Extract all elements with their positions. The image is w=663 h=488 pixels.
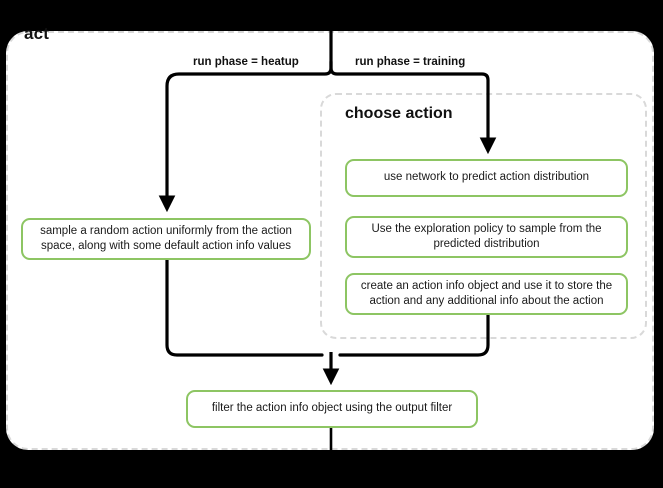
node-use-network[interactable]: use network to predict action distributi…	[345, 159, 628, 197]
node-create-action-info[interactable]: create an action info object and use it …	[345, 273, 628, 315]
node-exploration-policy[interactable]: Use the exploration policy to sample fro…	[345, 216, 628, 258]
node-sample-random-action[interactable]: sample a random action uniformly from th…	[21, 218, 311, 260]
edge-label-heatup: run phase = heatup	[193, 56, 299, 68]
edge-label-training: run phase = training	[355, 56, 466, 68]
node-filter-output[interactable]: filter the action info object using the …	[186, 390, 478, 428]
choose-action-group-title: choose action	[345, 105, 453, 122]
act-group-title: act	[24, 24, 50, 43]
